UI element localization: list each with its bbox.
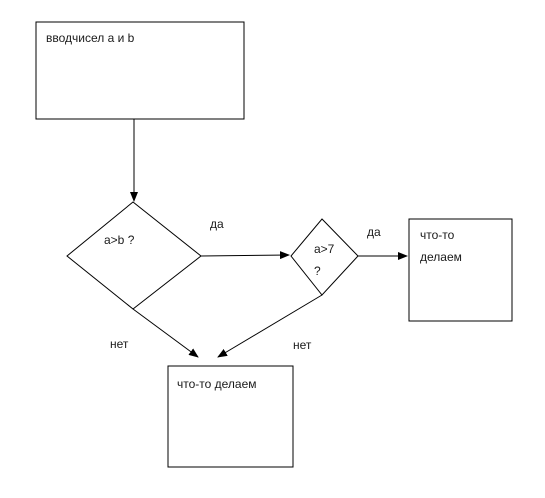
decision-diamond-a-gt-b xyxy=(66,201,202,310)
action-box-bottom xyxy=(167,365,294,468)
decision-a-gt-7-line1: a>7 xyxy=(314,242,335,256)
action-box-right xyxy=(408,218,513,322)
action-right-line2: делаем xyxy=(420,250,462,264)
input-box-label: вводчисел а и b xyxy=(46,31,135,45)
edge-label-a-gt-7-yes: да xyxy=(367,225,381,239)
action-right-label: что-то делаем xyxy=(420,224,462,268)
arrow-a-gt-b-yes xyxy=(200,251,290,260)
arrow-a-gt-7-no xyxy=(217,294,323,358)
decision-a-gt-7-label: a>7 ? xyxy=(314,238,334,282)
arrow-a-gt-b-no xyxy=(132,308,199,358)
decision-a-gt-b-label: a>b ? xyxy=(104,233,135,247)
action-bottom-label: что-то делаем xyxy=(177,377,257,391)
edge-label-a-gt-b-no: нет xyxy=(110,337,129,351)
input-box xyxy=(35,21,245,120)
edge-label-a-gt-b-yes: да xyxy=(210,217,224,231)
action-right-line1: что-то xyxy=(420,228,455,242)
edge-label-a-gt-7-no: нет xyxy=(293,338,312,352)
decision-a-gt-7-line2: ? xyxy=(314,264,321,278)
